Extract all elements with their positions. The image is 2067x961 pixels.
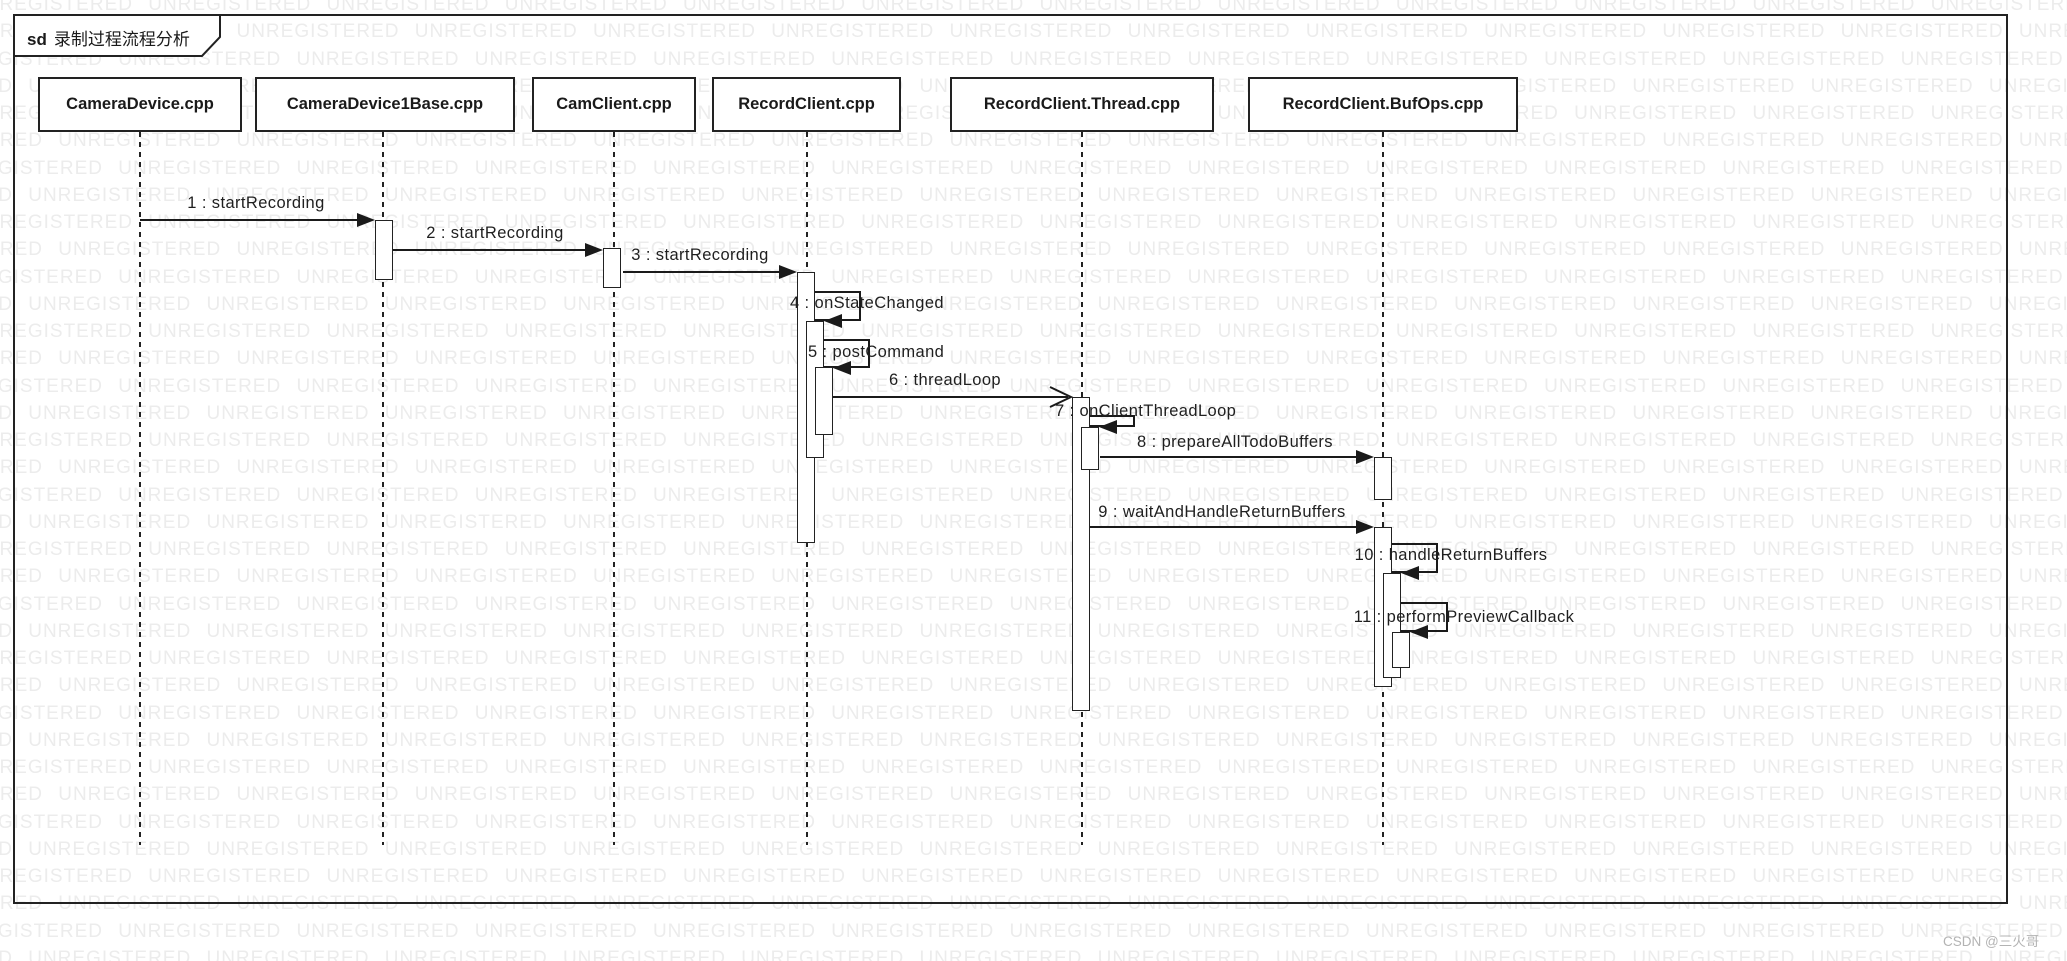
activation-cameradevice1base xyxy=(375,220,393,280)
watermark-row: UNREGISTERED UNREGISTERED UNREGISTERED U… xyxy=(0,920,2067,942)
lifeline-camclient xyxy=(613,132,615,845)
message-label-11: 11 : performPreviewCallback xyxy=(1353,608,1575,626)
lifeline-header-recordclient-thread: RecordClient.Thread.cpp xyxy=(950,77,1214,132)
csdn-credit: CSDN @三火哥 xyxy=(1943,934,2040,949)
message-line-9 xyxy=(1090,526,1361,528)
lifeline-cameradevice xyxy=(139,132,141,845)
message-label-5: 5 : postCommand xyxy=(808,343,945,361)
lifeline-header-cameradevice1base: CameraDevice1Base.cpp xyxy=(255,77,515,132)
arrowhead-message-11 xyxy=(1410,625,1428,639)
arrowhead-message-9 xyxy=(1356,520,1374,534)
frame-title: sd 录制过程流程分析 xyxy=(27,25,190,50)
message-label-6: 6 : threadLoop xyxy=(888,371,1002,389)
lifeline-label: RecordClient.Thread.cpp xyxy=(983,95,1181,113)
message-line-8 xyxy=(1100,456,1361,458)
arrowhead-message-1 xyxy=(357,213,375,227)
frame-title-text: 录制过程流程分析 xyxy=(53,30,190,49)
message-line-6 xyxy=(833,396,1068,398)
arrowhead-message-7 xyxy=(1099,420,1117,434)
watermark-row: UNREGISTERED UNREGISTERED UNREGISTERED U… xyxy=(0,947,2067,961)
lifeline-cameradevice1base xyxy=(382,132,384,845)
message-label-9: 9 : waitAndHandleReturnBuffers xyxy=(1098,503,1346,521)
arrowhead-message-5 xyxy=(833,361,851,375)
message-label-1: 1 : startRecording xyxy=(187,194,325,212)
message-line-1 xyxy=(140,219,362,221)
activation-camclient xyxy=(603,248,621,288)
activation-bufops-nested2 xyxy=(1392,632,1410,668)
lifeline-header-recordclient-bufops: RecordClient.BufOps.cpp xyxy=(1248,77,1518,132)
message-label-3: 3 : startRecording xyxy=(631,246,769,264)
arrowhead-message-4 xyxy=(824,314,842,328)
arrowhead-message-6-async xyxy=(1049,386,1074,408)
lifeline-label: CameraDevice1Base.cpp xyxy=(286,95,484,113)
message-label-4: 4 : onStateChanged xyxy=(790,294,944,312)
arrowhead-message-3 xyxy=(779,265,797,279)
message-label-2: 2 : startRecording xyxy=(426,224,564,242)
message-line-3 xyxy=(623,271,784,273)
activation-bufops-1 xyxy=(1374,457,1392,500)
arrowhead-message-10 xyxy=(1401,566,1419,580)
message-line-2 xyxy=(393,249,590,251)
diagram-frame xyxy=(13,14,2008,904)
arrowhead-message-8 xyxy=(1356,450,1374,464)
lifeline-label: RecordClient.cpp xyxy=(738,95,875,113)
activation-recordclient-thread-nested xyxy=(1081,427,1099,470)
activation-recordclient-thread xyxy=(1072,397,1090,711)
lifeline-header-recordclient: RecordClient.cpp xyxy=(712,77,901,132)
arrowhead-message-2 xyxy=(585,243,603,257)
activation-recordclient-nested2 xyxy=(815,367,833,435)
lifeline-header-cameradevice: CameraDevice.cpp xyxy=(38,77,242,132)
lifeline-header-camclient: CamClient.cpp xyxy=(532,77,696,132)
message-label-10: 10 : handleReturnBuffers xyxy=(1354,546,1548,564)
lifeline-label: RecordClient.BufOps.cpp xyxy=(1282,95,1484,113)
lifeline-label: CameraDevice.cpp xyxy=(66,95,214,113)
message-label-7: 7 : onClientThreadLoop xyxy=(1055,402,1237,420)
frame-title-tab xyxy=(13,14,221,57)
message-label-8: 8 : prepareAllTodoBuffers xyxy=(1137,433,1333,451)
lifeline-label: CamClient.cpp xyxy=(556,95,672,113)
frame-keyword: sd xyxy=(27,30,47,49)
